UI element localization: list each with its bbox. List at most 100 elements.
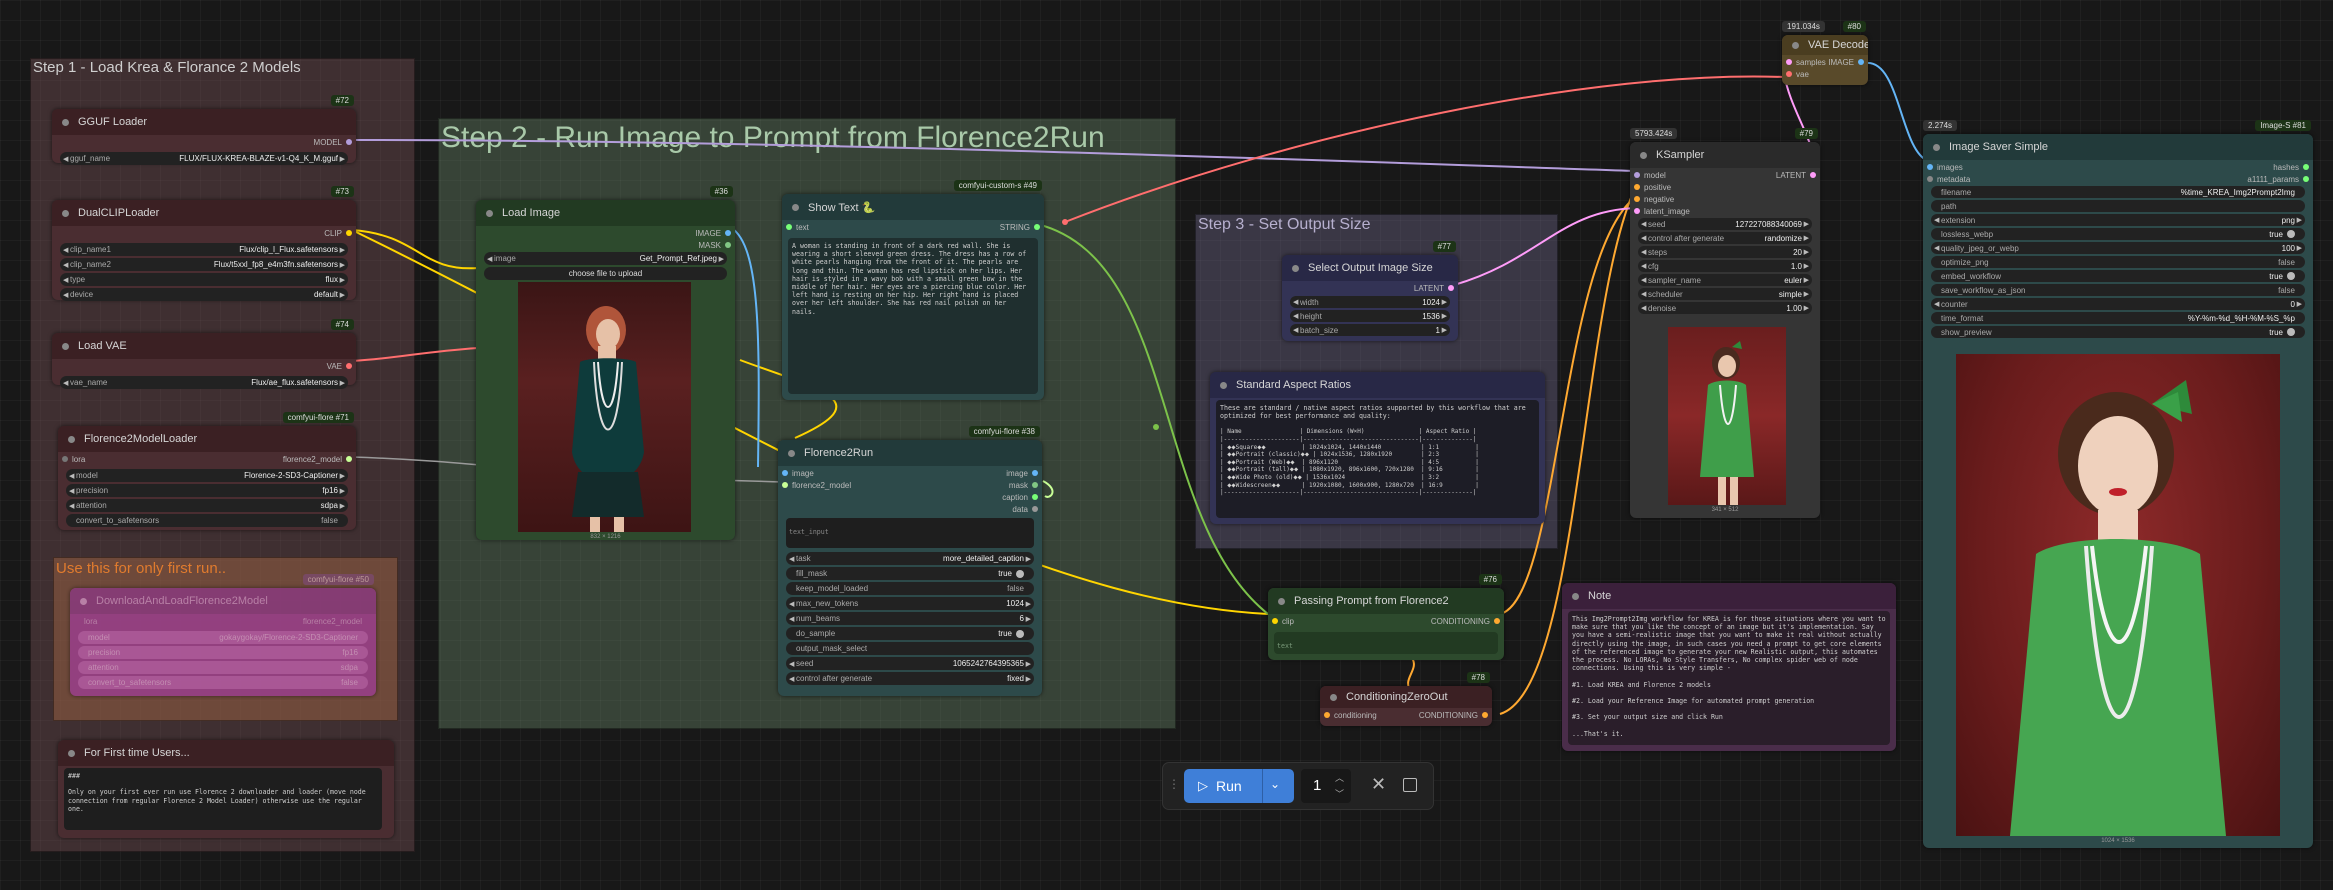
node-header[interactable]: Note: [1562, 583, 1896, 609]
left-arrow-icon[interactable]: ◀: [1934, 217, 1940, 224]
collapse-dot-icon[interactable]: [1292, 264, 1299, 272]
samples-input-socket[interactable]: [1786, 59, 1792, 65]
node-header[interactable]: Florence2Run: [778, 440, 1042, 466]
node-header[interactable]: Load VAE: [52, 333, 356, 359]
vae-input-socket[interactable]: [1786, 71, 1792, 77]
node-standard-aspect-ratios[interactable]: Standard Aspect Ratios These are standar…: [1210, 372, 1545, 524]
left-arrow-icon[interactable]: ◀: [789, 615, 795, 623]
toggle-on-icon[interactable]: [2287, 328, 2295, 336]
right-arrow-icon[interactable]: ▶: [1025, 615, 1031, 623]
node-first-time-users[interactable]: For First time Users... ### Only on your…: [58, 740, 394, 838]
left-arrow-icon[interactable]: ◀: [63, 246, 69, 254]
node-image-saver-simple[interactable]: 2.274s Image-S #81 Image Saver Simple im…: [1923, 120, 2313, 848]
prompt-text-area[interactable]: text: [1274, 632, 1498, 654]
run-button[interactable]: ▷ Run ⌄: [1184, 769, 1294, 803]
collapse-dot-icon[interactable]: [62, 118, 69, 126]
conditioning-output-socket[interactable]: [1482, 712, 1488, 718]
collapse-dot-icon[interactable]: [68, 749, 75, 757]
vae-output-socket[interactable]: [346, 363, 352, 369]
node-select-output-image-size[interactable]: #77 Select Output Image Size LATENT ◀wid…: [1282, 241, 1458, 341]
widget-output-mask-select[interactable]: output_mask_select: [786, 642, 1034, 655]
caption-text-area[interactable]: A woman is standing in front of a dark r…: [788, 238, 1038, 394]
clip-output-socket[interactable]: [346, 230, 352, 236]
right-arrow-icon[interactable]: ▶: [339, 487, 345, 495]
left-arrow-icon[interactable]: ◀: [487, 255, 493, 263]
choose-file-button[interactable]: choose file to upload: [484, 267, 727, 280]
right-arrow-icon[interactable]: ▶: [2296, 245, 2302, 252]
mask-output-socket[interactable]: [725, 242, 731, 248]
node-header[interactable]: Florence2ModelLoader: [58, 426, 356, 452]
right-arrow-icon[interactable]: ▶: [339, 246, 345, 254]
left-arrow-icon[interactable]: ◀: [69, 487, 75, 495]
node-header[interactable]: Show Text 🐍: [782, 194, 1044, 220]
node-header[interactable]: Load Image: [476, 200, 735, 226]
left-arrow-icon[interactable]: ◀: [63, 155, 69, 163]
left-arrow-icon[interactable]: ◀: [1293, 299, 1299, 306]
latent-output-socket[interactable]: [1448, 285, 1454, 291]
right-arrow-icon[interactable]: ▶: [1025, 660, 1031, 668]
caption-output-socket[interactable]: [1032, 494, 1038, 500]
clip-input-socket[interactable]: [1272, 618, 1278, 624]
right-arrow-icon[interactable]: ▶: [1803, 277, 1809, 284]
latent-image-input-socket[interactable]: [1634, 208, 1640, 214]
a1111-params-output-socket[interactable]: [2303, 176, 2309, 182]
hashes-output-socket[interactable]: [2303, 164, 2309, 170]
left-arrow-icon[interactable]: ◀: [69, 502, 75, 510]
positive-input-socket[interactable]: [1634, 184, 1640, 190]
model-output-socket[interactable]: [346, 139, 352, 145]
florence2-model-output-socket[interactable]: [346, 456, 352, 462]
right-arrow-icon[interactable]: ▶: [1441, 313, 1447, 320]
collapse-dot-icon[interactable]: [1640, 151, 1647, 159]
collapse-dot-icon[interactable]: [788, 449, 795, 457]
text-input-socket[interactable]: [786, 224, 792, 230]
mask-output-socket[interactable]: [1032, 482, 1038, 488]
node-header[interactable]: VAE Decode: [1782, 35, 1868, 55]
collapse-dot-icon[interactable]: [1792, 41, 1799, 49]
node-header[interactable]: DualCLIPLoader: [52, 200, 356, 226]
right-arrow-icon[interactable]: ▶: [1803, 291, 1809, 298]
image-output-socket[interactable]: [1858, 59, 1864, 65]
collapse-dot-icon[interactable]: [1330, 693, 1337, 701]
collapse-dot-icon[interactable]: [1572, 592, 1579, 600]
batch-count-input[interactable]: 1 ︿ ﹀: [1301, 769, 1351, 803]
right-arrow-icon[interactable]: ▶: [1803, 263, 1809, 270]
right-arrow-icon[interactable]: ▶: [339, 379, 345, 387]
node-header[interactable]: Standard Aspect Ratios: [1210, 372, 1545, 398]
right-arrow-icon[interactable]: ▶: [1803, 221, 1809, 228]
image-input-socket[interactable]: [782, 470, 788, 476]
toggle-on-icon[interactable]: [2287, 230, 2295, 238]
note-text-area[interactable]: ### Only on your first ever run use Flor…: [64, 768, 382, 830]
data-output-socket[interactable]: [1032, 506, 1038, 512]
toggle-on-icon[interactable]: [1016, 629, 1024, 638]
collapse-dot-icon[interactable]: [792, 203, 799, 211]
run-toolbar[interactable]: ⋮ ▷ Run ⌄ 1 ︿ ﹀ ✕: [1162, 762, 1434, 810]
node-header[interactable]: KSampler: [1630, 142, 1820, 168]
florence2-model-input-socket[interactable]: [782, 482, 788, 488]
chevron-down-icon[interactable]: ⌄: [1270, 777, 1281, 791]
node-header[interactable]: Passing Prompt from Florence2: [1268, 588, 1504, 614]
stop-square-icon[interactable]: [1403, 778, 1417, 792]
